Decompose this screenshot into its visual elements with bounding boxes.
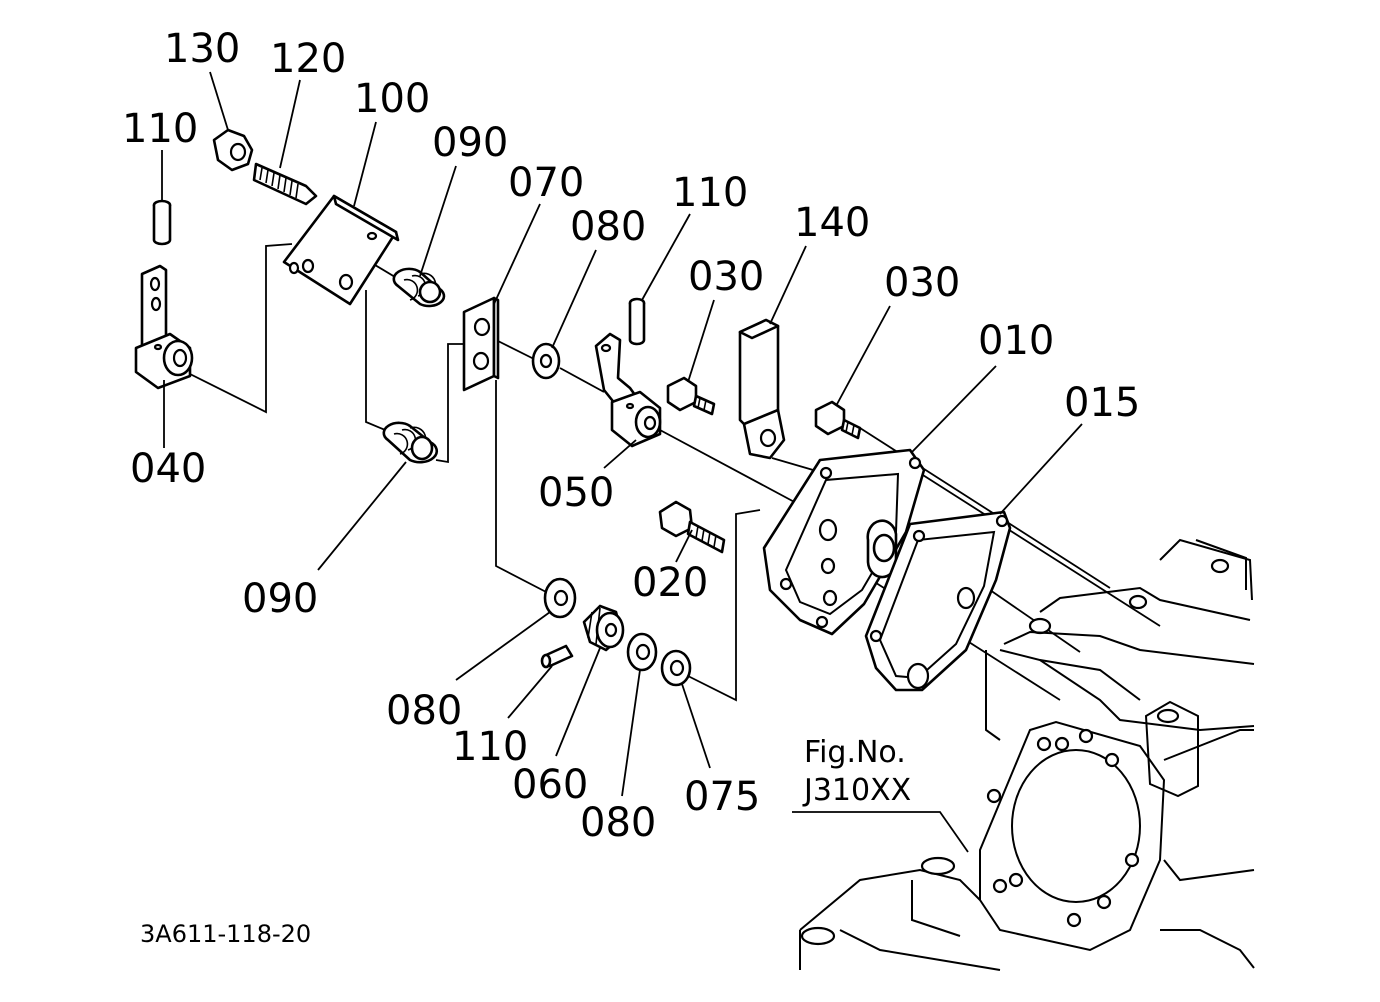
label-020: 020: [632, 560, 708, 606]
label-075: 075: [684, 774, 760, 820]
label-070: 070: [508, 160, 584, 206]
label-090-top: 090: [432, 120, 508, 166]
transmission-housing: [799, 538, 1255, 971]
label-110-bottom: 110: [452, 724, 528, 770]
label-130: 130: [164, 26, 240, 72]
cover-plate-010: [762, 448, 926, 636]
leader-lines: [161, 71, 1083, 853]
label-050: 050: [538, 470, 614, 516]
lever-arm-040: [134, 264, 194, 390]
figure-number-value: J310XX: [802, 773, 911, 808]
washer-080-bottom-right: [626, 632, 658, 672]
arm-050: [594, 332, 662, 448]
link-bar-140: [738, 318, 786, 460]
label-015: 015: [1064, 380, 1140, 426]
label-100: 100: [354, 76, 430, 122]
pin-110-middle: [628, 297, 646, 346]
label-030-a: 030: [688, 254, 764, 300]
label-080-bottom-right: 080: [580, 800, 656, 846]
label-120: 120: [270, 36, 346, 82]
washer-075: [660, 649, 692, 687]
spring-090-bottom: [382, 421, 439, 464]
plate-070: [462, 296, 500, 392]
spring-090-top: [392, 267, 446, 308]
bracket-100: [282, 194, 400, 306]
threaded-rod-120: [252, 162, 318, 206]
gasket-015: [864, 510, 1012, 692]
bolt-030-left: [666, 376, 716, 416]
bolt-030-right: [814, 400, 862, 440]
roller-060: [582, 604, 625, 652]
label-040: 040: [130, 446, 206, 492]
figure-number-label: Fig.No.: [804, 735, 906, 770]
label-110-top: 110: [122, 106, 198, 152]
part-number-labels: 130 120 110 100 090 070 080 110 030 140 …: [122, 26, 1140, 846]
label-090-bottom: 090: [242, 576, 318, 622]
assembly-guide-lines: [185, 243, 1161, 702]
figure-reference: Fig.No. J310XX: [802, 735, 911, 808]
label-010: 010: [978, 318, 1054, 364]
pin-110-bottom: [540, 644, 574, 669]
pin-110-left: [152, 199, 172, 246]
bolt-020: [658, 500, 726, 554]
label-060: 060: [512, 762, 588, 808]
washer-080-bottom-left: [543, 577, 577, 619]
label-080-top: 080: [570, 204, 646, 250]
drawing-code: 3A611-118-20: [140, 920, 311, 948]
washer-080-top: [531, 342, 561, 380]
label-030-b: 030: [884, 260, 960, 306]
nut-130: [212, 128, 254, 172]
label-080-bottom-left: 080: [386, 688, 462, 734]
label-110-middle: 110: [672, 170, 748, 216]
label-140: 140: [794, 200, 870, 246]
